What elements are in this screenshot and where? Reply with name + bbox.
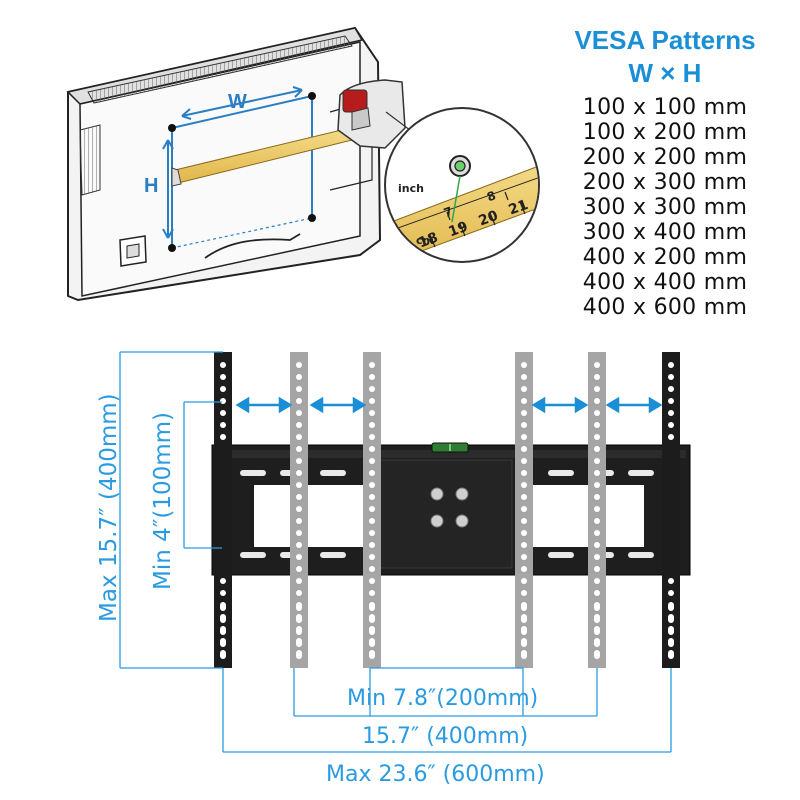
tape-cm-21: 21: [507, 197, 531, 219]
max-width-label: Max 23.6″ (600mm): [326, 762, 545, 787]
vesa-pattern-item: 100 x 200 mm: [582, 120, 748, 145]
mid-right-arm: [588, 352, 606, 668]
dimension-lines: [119, 351, 672, 753]
mounting-arms: [214, 352, 680, 668]
min-height-label: Min 4″(100mm): [150, 411, 176, 590]
vesa-pattern-item: 200 x 200 mm: [582, 145, 748, 170]
height-marker-label: H: [144, 175, 158, 197]
inner-left-arm: [363, 352, 381, 668]
tape-unit-cm: cm: [416, 234, 434, 247]
inner-right-arm: [515, 352, 533, 668]
tape-zoom-detail: [384, 107, 540, 263]
vesa-pattern-item: 400 x 600 mm: [582, 295, 748, 320]
tape-unit-inch: inch: [398, 182, 424, 195]
vesa-subtitle: W × H: [628, 58, 702, 88]
vesa-pattern-item: 300 x 400 mm: [582, 220, 748, 245]
tape-cm-19: 19: [446, 219, 470, 241]
outer-left-arm: [214, 352, 232, 668]
outer-right-arm: [662, 352, 680, 668]
mid-width-label: 15.7″ (400mm): [362, 724, 529, 749]
slide-arrows: [235, 396, 663, 414]
tape-cm-20: 20: [476, 208, 500, 230]
vesa-pattern-item: 400 x 200 mm: [582, 245, 748, 270]
vesa-pattern-item: 200 x 300 mm: [582, 170, 748, 195]
mid-left-arm: [290, 352, 308, 668]
vesa-pattern-item: 300 x 300 mm: [582, 195, 748, 220]
vesa-pattern-item: 400 x 400 mm: [582, 270, 748, 295]
max-height-label: Max 15.7″ (400mm): [96, 393, 122, 622]
vesa-title: VESA Patterns: [574, 25, 756, 55]
vesa-hole-markers: [162, 86, 316, 252]
vesa-pattern-list: 100 x 100 mm 100 x 200 mm 200 x 200 mm 2…: [560, 95, 770, 320]
width-marker-label: W: [228, 91, 247, 113]
tape-numbers: 18 19 20 21 7 8: [416, 188, 531, 252]
wall-plate: [211, 442, 691, 576]
measuring-tape: [171, 79, 406, 187]
min-width-label: Min 7.8″(200mm): [347, 686, 539, 711]
tape-cm-18: 18: [416, 230, 440, 252]
vesa-pattern-item: 100 x 100 mm: [582, 95, 748, 120]
